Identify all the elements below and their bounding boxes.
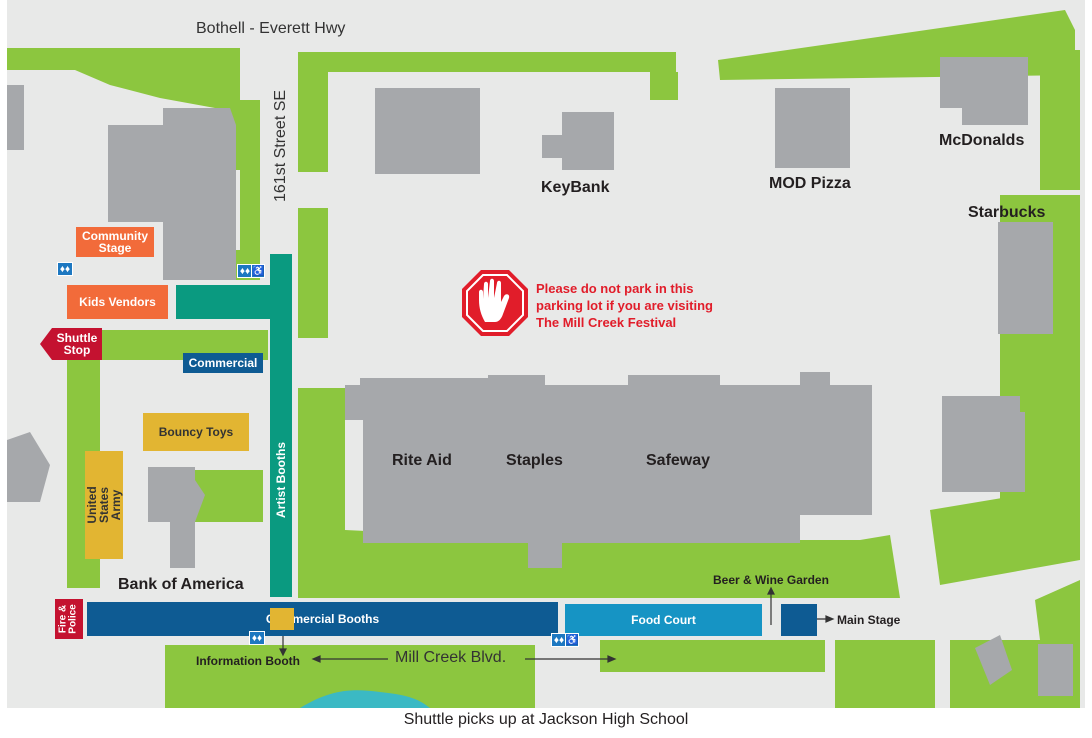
- stop-hand-icon: [462, 270, 528, 336]
- label-mcdonalds: McDonalds: [939, 132, 1025, 149]
- artist-booths-strip: [270, 254, 292, 597]
- fire-police-label: Fire & Police: [58, 604, 80, 634]
- food-court[interactable]: Food Court: [565, 604, 762, 636]
- label-keybank: KeyBank: [541, 179, 610, 196]
- us-army-label: United States Army: [85, 486, 123, 524]
- community-stage[interactable]: Community Stage: [76, 227, 154, 257]
- label-mod-pizza: MOD Pizza: [769, 175, 851, 192]
- information-booth[interactable]: Information Booth: [196, 654, 300, 668]
- label-safeway: Safeway: [646, 452, 711, 469]
- label-rite-aid: Rite Aid: [392, 452, 452, 469]
- street-label-hwy: Bothell - Everett Hwy: [196, 20, 346, 37]
- information-booth-marker[interactable]: [270, 608, 294, 630]
- bouncy-toys[interactable]: Bouncy Toys: [143, 413, 249, 451]
- label-bank-of-america: Bank of America: [118, 576, 244, 593]
- label-staples: Staples: [506, 452, 563, 469]
- artist-booths-label: Artist Booths: [274, 442, 288, 518]
- commercial[interactable]: Commercial: [183, 353, 263, 373]
- label-starbucks: Starbucks: [968, 204, 1046, 221]
- caption: Shuttle picks up at Jackson High School: [403, 711, 689, 728]
- fire-police[interactable]: Fire & Police: [55, 599, 83, 639]
- parking-notice-line2: parking lot if you are visiting: [536, 298, 713, 313]
- restroom-icon: ♦♦: [57, 262, 73, 276]
- shuttle-stop-sign: [40, 328, 102, 360]
- main-stage[interactable]: Main Stage: [837, 613, 901, 627]
- street-label-blvd: Mill Creek Blvd.: [395, 649, 507, 666]
- artist-booths[interactable]: Artist Booths: [270, 420, 292, 540]
- booth-area-north: [176, 285, 270, 319]
- main-stage-marker[interactable]: [781, 604, 817, 636]
- parking-notice: Please do not park in this parking lot i…: [536, 280, 713, 331]
- shuttle-stop[interactable]: Shuttle Stop: [56, 331, 98, 357]
- restroom-icon: ♦♦: [249, 631, 265, 645]
- accessible-icon: ♿: [565, 633, 579, 647]
- commercial-booths[interactable]: Commercial Booths: [87, 602, 558, 636]
- us-army[interactable]: United States Army: [85, 451, 123, 559]
- kids-vendors[interactable]: Kids Vendors: [67, 285, 168, 319]
- parking-notice-line1: Please do not park in this: [536, 281, 694, 296]
- beer-wine-garden[interactable]: Beer & Wine Garden: [713, 573, 829, 587]
- parking-notice-line3: The Mill Creek Festival: [536, 315, 677, 330]
- street-label-161st: 161st Street SE: [272, 89, 289, 202]
- pond: [300, 690, 430, 708]
- grass-areas: [7, 10, 1080, 708]
- buildings: [7, 57, 1073, 696]
- accessible-icon: ♿: [251, 264, 265, 278]
